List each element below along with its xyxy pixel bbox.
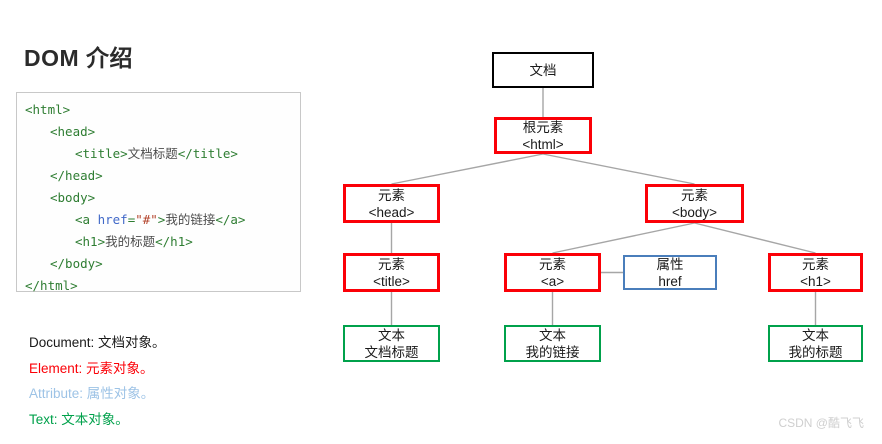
- code-token-tag: <body>: [50, 190, 96, 205]
- legend-term: Attribute:: [29, 386, 84, 401]
- code-token-tag: </h1>: [155, 234, 193, 249]
- code-line: <a href="#">我的链接</a>: [25, 209, 292, 231]
- legend-description: 属性对象。: [83, 386, 155, 401]
- tree-node-label-primary: 根元素: [522, 119, 564, 135]
- code-line: </html>: [25, 275, 292, 297]
- code-snippet-block: <html> <head> <title>文档标题</title> </head> <b…: [16, 92, 301, 293]
- legend-list: Document: 文档对象。Element: 元素对象。Attribute: …: [29, 330, 166, 432]
- page-title: DOM 介绍: [24, 45, 134, 71]
- legend-item: Document: 文档对象。: [29, 330, 166, 356]
- tree-edge-body-h1: [694, 222, 816, 254]
- code-token-tag: <a: [75, 212, 98, 227]
- tree-node-label-primary: 元素: [681, 187, 708, 203]
- tree-node-text1: 文本文档标题: [343, 325, 440, 362]
- tree-node-label-secondary: <h1>: [800, 273, 831, 289]
- code-line: </body>: [25, 253, 292, 275]
- code-line: <body>: [25, 187, 292, 209]
- tree-node-label-primary: 元素: [802, 256, 829, 272]
- legend-term: Element:: [29, 360, 83, 376]
- code-token-tag: </a>: [215, 212, 246, 227]
- legend-item: Attribute: 属性对象。: [29, 381, 166, 407]
- tree-node-label-primary: 元素: [539, 256, 566, 272]
- legend-description: 文本对象。: [57, 411, 129, 427]
- tree-edge-html-body: [542, 153, 695, 185]
- tree-node-label-secondary: <body>: [671, 204, 718, 220]
- tree-node-label-secondary: <html>: [522, 136, 564, 152]
- tree-node-label-secondary: <title>: [373, 273, 410, 289]
- tree-node-label-secondary: 我的标题: [788, 344, 843, 360]
- tree-edge-body-a: [552, 222, 695, 254]
- code-line: <html>: [25, 99, 292, 121]
- code-token-txt: 我的链接: [165, 212, 216, 227]
- code-token-attr: href: [97, 212, 128, 227]
- code-token-txt: 我的标题: [105, 234, 156, 249]
- tree-node-label-secondary: <a>: [540, 273, 565, 289]
- code-token-val: "#": [135, 212, 158, 227]
- code-token-tag: <h1>: [75, 234, 106, 249]
- tree-node-label-secondary: <head>: [368, 204, 415, 220]
- tree-node-h1: 元素<h1>: [768, 253, 863, 292]
- tree-node-label-primary: 文本: [539, 327, 566, 343]
- tree-node-label-primary: 文本: [802, 327, 829, 343]
- code-token-tag: </body>: [50, 256, 103, 271]
- tree-node-label-secondary: 我的链接: [525, 344, 580, 360]
- code-token-tag: </title>: [177, 146, 238, 161]
- tree-node-label-primary: 元素: [378, 187, 405, 203]
- code-token-txt: 文档标题: [127, 146, 178, 161]
- tree-node-head: 元素<head>: [343, 184, 440, 223]
- tree-node-title: 元素<title>: [343, 253, 440, 292]
- code-line: <title>文档标题</title>: [25, 143, 292, 165]
- code-line: <h1>我的标题</h1>: [25, 231, 292, 253]
- code-token-tag: <html>: [25, 102, 71, 117]
- code-token-tag: =: [127, 212, 136, 227]
- legend-description: 文档对象。: [94, 335, 166, 350]
- tree-node-text3: 文本我的标题: [768, 325, 863, 362]
- code-token-tag: </head>: [50, 168, 103, 183]
- csdn-watermark: CSDN @酷飞飞: [778, 416, 864, 430]
- code-token-tag: <title>: [75, 146, 128, 161]
- code-token-tag: </html>: [25, 278, 78, 293]
- tree-node-a: 元素<a>: [504, 253, 601, 292]
- tree-node-document: 文档: [492, 52, 594, 88]
- legend-description: 元素对象。: [82, 360, 154, 376]
- tree-node-label-primary: 文档: [529, 62, 557, 78]
- tree-node-label-primary: 属性: [656, 256, 684, 272]
- tree-node-text2: 文本我的链接: [504, 325, 601, 362]
- code-line: <head>: [25, 121, 292, 143]
- legend-item: Text: 文本对象。: [29, 407, 166, 433]
- tree-node-label-secondary: 文档标题: [364, 344, 419, 360]
- legend-item: Element: 元素对象。: [29, 356, 166, 382]
- tree-edge-html-head: [391, 153, 544, 185]
- code-token-tag: <head>: [50, 124, 96, 139]
- legend-term: Document:: [29, 335, 95, 350]
- code-line: </head>: [25, 165, 292, 187]
- tree-node-label-primary: 文本: [378, 327, 405, 343]
- tree-node-label-secondary: href: [658, 273, 682, 289]
- tree-node-body: 元素<body>: [645, 184, 744, 223]
- legend-term: Text:: [29, 411, 58, 427]
- tree-node-html: 根元素<html>: [494, 117, 592, 154]
- tree-node-label-primary: 元素: [378, 256, 405, 272]
- code-token-tag: >: [157, 212, 166, 227]
